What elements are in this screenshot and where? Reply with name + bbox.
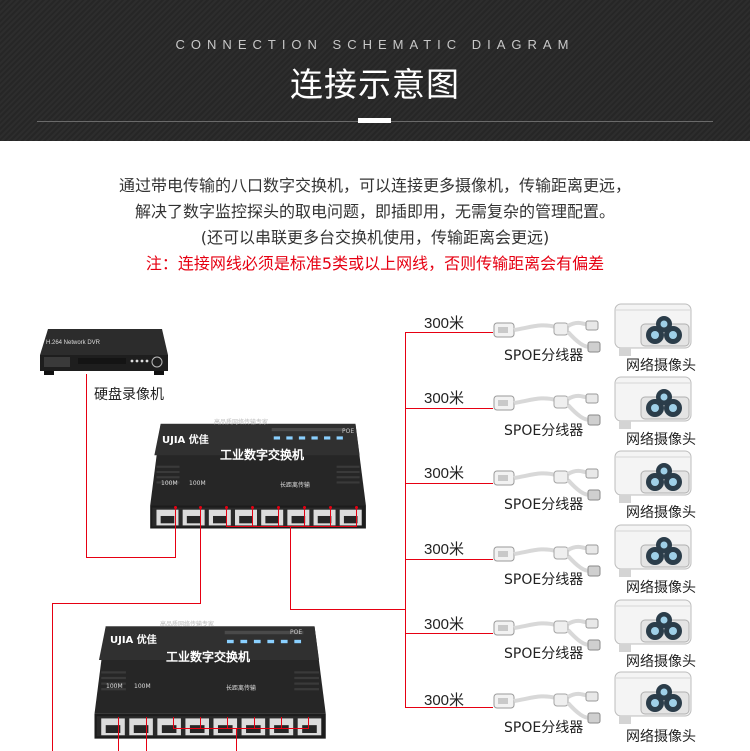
header-title: 连接示意图 [290, 65, 460, 104]
port-marker [303, 506, 306, 509]
cable-sw2-port-2 [146, 717, 147, 751]
nvr-panel-text: H.264 Network DVR [46, 340, 101, 346]
link-5-splitter-label: SPOE分线器 [504, 646, 584, 662]
cable-nvr-vertical [86, 374, 87, 558]
header-banner: CONNECTION SCHEMATIC DIAGRAM 连接示意图 [0, 0, 750, 141]
cable-port-8 [356, 508, 357, 526]
cable-port-5 [278, 508, 279, 526]
cable-sw2-port-7 [281, 717, 282, 729]
cable-bus-drop [290, 526, 291, 610]
cable-branch-6 [405, 707, 493, 708]
link-4-camera-label: 网络摄像头 [626, 580, 696, 596]
link-3-camera [611, 447, 695, 507]
header-subtitle: CONNECTION SCHEMATIC DIAGRAM [175, 37, 575, 52]
cable-port-7 [330, 508, 331, 526]
link-2-camera-label: 网络摄像头 [626, 432, 696, 448]
port-marker [199, 506, 202, 509]
nvr-label: 硬盘录像机 [94, 387, 164, 403]
description-note: 注：连接网线必须是标准5类或以上网线，否则传输距离会有偏差 [145, 254, 605, 273]
cable-sw2-port-3 [173, 717, 174, 729]
link-2-camera [611, 373, 695, 433]
port-marker [174, 506, 177, 509]
link-5-camera [611, 596, 695, 656]
cable-sw2-port-8 [308, 717, 309, 729]
port-marker [225, 506, 228, 509]
switch-1-port-label-2: 100M [189, 480, 206, 487]
header-accent-bar [358, 118, 391, 123]
link-5-distance: 300米 [424, 616, 465, 633]
cable-port-4 [252, 508, 253, 526]
cable-cascade-horizontal [52, 603, 201, 604]
cable-port-bus [226, 526, 357, 527]
port-marker [329, 506, 332, 509]
cable-branch-1 [405, 332, 493, 333]
switch-2-brand: UJIA 优佳 [110, 635, 157, 646]
cable-port-3 [226, 508, 227, 526]
link-6-distance: 300米 [424, 692, 465, 709]
cable-cascade-down [200, 508, 201, 604]
link-6-camera [611, 668, 695, 728]
port-marker [251, 506, 254, 509]
switch-1-port-label-3: 长距离传输 [280, 482, 311, 489]
link-4-camera [611, 521, 695, 581]
link-1-camera-label: 网络摄像头 [626, 358, 696, 374]
link-3-distance: 300米 [424, 465, 465, 482]
switch-2-port-label-2: 100M [134, 683, 151, 690]
switch-1-port-label-1: 100M [161, 480, 178, 487]
switch-1-brand: UJIA 优佳 [162, 435, 209, 446]
link-1-distance: 300米 [424, 315, 465, 332]
switch-2-model: 工业数字交换机 [166, 650, 251, 664]
link-4-distance: 300米 [424, 541, 465, 558]
port-marker [277, 506, 280, 509]
switch-2-port-label-3: 长距离传输 [226, 685, 257, 692]
description-line-3: (还可以串联更多台交换机使用，传输距离会更远) [200, 228, 550, 247]
description-line-1: 通过带电传输的八口数字交换机，可以连接更多摄像机，传输距离更远， [118, 176, 631, 195]
cable-sw2-port-6 [254, 717, 255, 729]
cable-branch-2 [405, 408, 493, 409]
switch-1-top-text: 高品质网络传输专家 [214, 419, 269, 426]
link-3-camera-label: 网络摄像头 [626, 505, 696, 521]
cable-sw2-port-1 [118, 717, 119, 751]
link-3-splitter-label: SPOE分线器 [504, 497, 584, 513]
cable-trunk [405, 332, 406, 708]
link-5-camera-label: 网络摄像头 [626, 654, 696, 670]
cable-sw2-port-4 [200, 717, 201, 729]
link-6-camera-label: 网络摄像头 [626, 729, 696, 745]
cable-branch-5 [405, 633, 493, 634]
switch-1-led-label: POE [342, 428, 355, 435]
cable-sw2-bus [173, 728, 309, 729]
switch-2-top-text: 高品质网络传输专家 [160, 621, 215, 628]
switch-1-model: 工业数字交换机 [220, 448, 305, 462]
switch-2-port-label-1: 100M [106, 683, 123, 690]
link-4-splitter-label: SPOE分线器 [504, 572, 584, 588]
cable-cascade-left [52, 603, 53, 751]
nvr-device [38, 327, 170, 377]
switch-2-led-label: POE [290, 629, 303, 636]
link-2-splitter-label: SPOE分线器 [504, 423, 584, 439]
cable-sw2-bus-drop [236, 728, 237, 751]
link-2-distance: 300米 [424, 390, 465, 407]
link-6-splitter-label: SPOE分线器 [504, 720, 584, 736]
port-marker [355, 506, 358, 509]
cable-sw2-port-5 [227, 717, 228, 729]
cable-port-6 [304, 508, 305, 526]
link-1-camera [611, 300, 695, 360]
cable-bus-to-trunk [290, 609, 405, 610]
cable-nvr-horizontal [86, 557, 176, 558]
description-line-2: 解决了数字监控探头的取电问题，即插即用，无需复杂的管理配置。 [134, 202, 615, 221]
cable-branch-4 [405, 559, 493, 560]
link-1-splitter-label: SPOE分线器 [504, 348, 584, 364]
cable-nvr-to-port [175, 508, 176, 558]
cable-branch-3 [405, 483, 493, 484]
